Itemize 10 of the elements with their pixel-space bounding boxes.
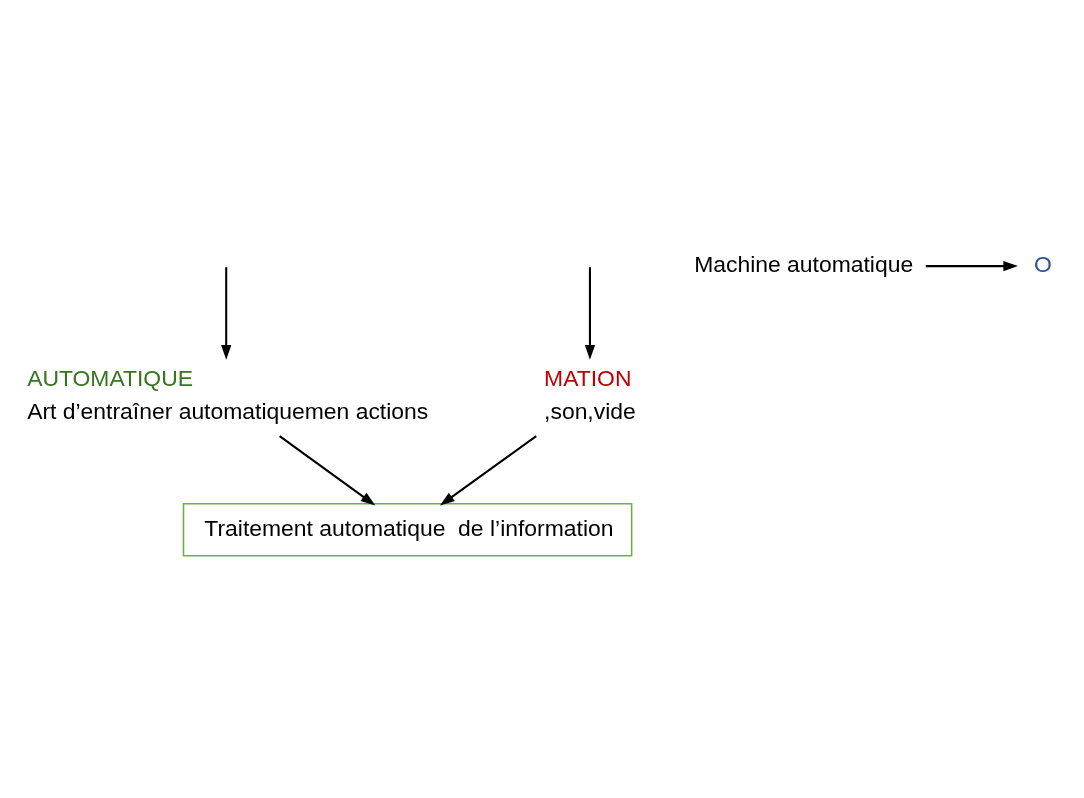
node-text: Machine automatique <box>694 250 914 277</box>
node-text: AUTOMATIQUE Art d’entraîner automatiquemen actions <box>27 364 429 424</box>
node-text: O <box>1033 250 1052 277</box>
arrow <box>584 266 596 360</box>
node-text: MATION ,son,vide <box>544 364 636 424</box>
arrow <box>439 434 537 505</box>
node-box: Traitement automatique de l’information <box>182 502 633 557</box>
arrow <box>925 260 1018 271</box>
arrow <box>279 434 376 505</box>
arrow <box>221 266 232 360</box>
